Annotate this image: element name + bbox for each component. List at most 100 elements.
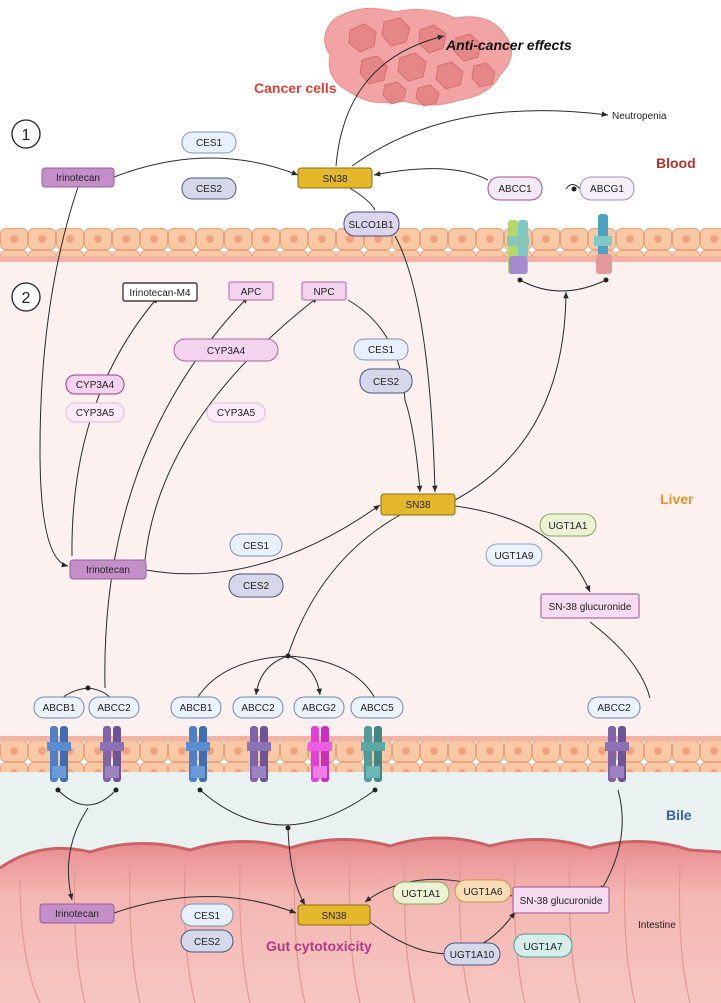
svg-text:Irinotecan: Irinotecan [56, 173, 100, 184]
svg-text:ABCC5: ABCC5 [360, 703, 394, 714]
svg-text:ABCC1: ABCC1 [498, 184, 532, 195]
sn38-blood: SN38 [297, 167, 373, 189]
irinotecan-intestine: Irinotecan [39, 903, 115, 924]
svg-text:SN38: SN38 [405, 500, 430, 511]
ugt1a7-intestine: UGT1A7 [513, 933, 573, 958]
svg-text:UGT1A6: UGT1A6 [464, 887, 503, 898]
svg-text:SN38: SN38 [322, 174, 347, 185]
ces2-blood: CES2 [181, 177, 237, 200]
abcb1-transporter-a [47, 726, 71, 782]
irinotecan-m4: Irinotecan-M4 [122, 282, 198, 302]
svg-text:SN-38 glucuronide: SN-38 glucuronide [549, 602, 632, 613]
step-1: 1 [11, 119, 41, 149]
ugt1a6-intestine: UGT1A6 [454, 879, 512, 903]
sn38-glucuronide-intestine: SN-38 glucuronide [512, 886, 610, 914]
cancer-cells-label: Cancer cells [254, 80, 337, 96]
svg-text:ABCG1: ABCG1 [590, 184, 624, 195]
svg-text:CES2: CES2 [243, 581, 270, 592]
ces1-liver-top: CES1 [353, 338, 409, 361]
svg-text:UGT1A1: UGT1A1 [402, 889, 441, 900]
irinotecan-liver: Irinotecan [69, 559, 147, 580]
abcc2-label-c: ABCC2 [587, 696, 641, 719]
step-2: 2 [11, 282, 41, 312]
abcc5-transporter [361, 726, 385, 782]
sn38-intestine: SN38 [297, 904, 371, 926]
ces1-liver-low: CES1 [229, 533, 283, 557]
svg-text:CYP3A5: CYP3A5 [217, 408, 256, 419]
npc-node: NPC [301, 281, 347, 301]
svg-text:CES1: CES1 [243, 541, 270, 552]
abcc2-transporter-b [247, 726, 271, 782]
ugt1a1-intestine: UGT1A1 [392, 881, 450, 905]
abcb1-label-b: ABCB1 [170, 696, 222, 719]
svg-text:NPC: NPC [313, 287, 334, 298]
abcc2-label-a: ABCC2 [88, 696, 140, 719]
svg-text:CES2: CES2 [196, 184, 223, 195]
svg-text:CES2: CES2 [194, 937, 221, 948]
svg-text:APC: APC [241, 287, 262, 298]
svg-text:Irinotecan: Irinotecan [55, 909, 99, 920]
abcg2-transporter [308, 726, 332, 782]
intestine-label: Intestine [638, 920, 676, 931]
abcg2-label: ABCG2 [293, 696, 345, 719]
svg-text:UGT1A1: UGT1A1 [549, 521, 588, 532]
ugt1a9-liver: UGT1A9 [485, 543, 543, 567]
neutropenia-label: Neutropenia [612, 111, 667, 122]
gut-cytotoxicity-label: Gut cytotoxicity [266, 938, 372, 954]
bile-label: Bile [666, 807, 692, 823]
blood-label: Blood [656, 155, 696, 171]
abcc2-label-b: ABCC2 [232, 696, 284, 719]
cyp3a4-main: CYP3A4 [173, 338, 279, 362]
abcc2-transporter-a [100, 726, 124, 782]
ces2-liver-low: CES2 [228, 573, 284, 598]
svg-text:ABCC2: ABCC2 [241, 703, 275, 714]
abcc1-transporter [507, 220, 529, 274]
irinotecan-blood: Irinotecan [41, 167, 115, 188]
svg-text:UGT1A7: UGT1A7 [524, 942, 563, 953]
ugt1a10-intestine: UGT1A10 [443, 942, 501, 966]
svg-text:ABCB1: ABCB1 [180, 703, 213, 714]
svg-text:ABCC2: ABCC2 [597, 703, 631, 714]
anti-cancer-effects-label: Anti-cancer effects [445, 37, 572, 53]
svg-text:2: 2 [22, 290, 31, 307]
ces2-liver-top: CES2 [359, 368, 413, 394]
liver-label: Liver [660, 491, 694, 507]
svg-text:CYP3A5: CYP3A5 [76, 408, 115, 419]
svg-text:1: 1 [22, 127, 31, 144]
sn38-liver: SN38 [380, 493, 456, 516]
abcb1-label-a: ABCB1 [33, 696, 85, 719]
ces1-intestine: CES1 [180, 903, 234, 927]
ugt1a1-liver: UGT1A1 [539, 513, 597, 537]
svg-text:UGT1A9: UGT1A9 [495, 551, 534, 562]
svg-text:CYP3A4: CYP3A4 [76, 380, 115, 391]
abcc2-transporter-c [605, 726, 629, 782]
svg-text:Irinotecan: Irinotecan [86, 565, 130, 576]
cyp3a5-mid: CYP3A5 [206, 402, 266, 423]
abcb1-transporter-b [186, 726, 210, 782]
svg-text:SN-38 glucuronide: SN-38 glucuronide [520, 896, 603, 907]
svg-text:ABCG2: ABCG2 [302, 703, 336, 714]
svg-text:CES1: CES1 [368, 345, 395, 356]
svg-text:Irinotecan-M4: Irinotecan-M4 [129, 288, 191, 299]
svg-text:UGT1A10: UGT1A10 [450, 950, 495, 961]
abcc1-label: ABCC1 [487, 176, 543, 201]
svg-text:CYP3A4: CYP3A4 [207, 346, 246, 357]
svg-text:ABCC2: ABCC2 [97, 703, 131, 714]
svg-text:SLCO1B1: SLCO1B1 [348, 220, 393, 231]
slco1b1-label: SLCO1B1 [343, 211, 400, 237]
apc-node: APC [228, 281, 274, 301]
cancer-cells-cluster [324, 7, 512, 107]
svg-text:CES2: CES2 [373, 377, 400, 388]
svg-text:ABCB1: ABCB1 [43, 703, 76, 714]
cyp3a4-left: CYP3A4 [65, 374, 125, 395]
cyp3a5-left: CYP3A5 [65, 402, 125, 423]
svg-text:CES1: CES1 [196, 138, 223, 149]
svg-text:CES1: CES1 [194, 911, 221, 922]
sn38-glucuronide-liver: SN-38 glucuronide [540, 593, 640, 619]
abcc5-label: ABCC5 [350, 696, 404, 719]
liver-background [0, 262, 721, 740]
ces2-intestine: CES2 [180, 929, 234, 953]
abcg1-label: ABCG1 [579, 176, 635, 201]
abcg1-transporter [594, 214, 612, 274]
